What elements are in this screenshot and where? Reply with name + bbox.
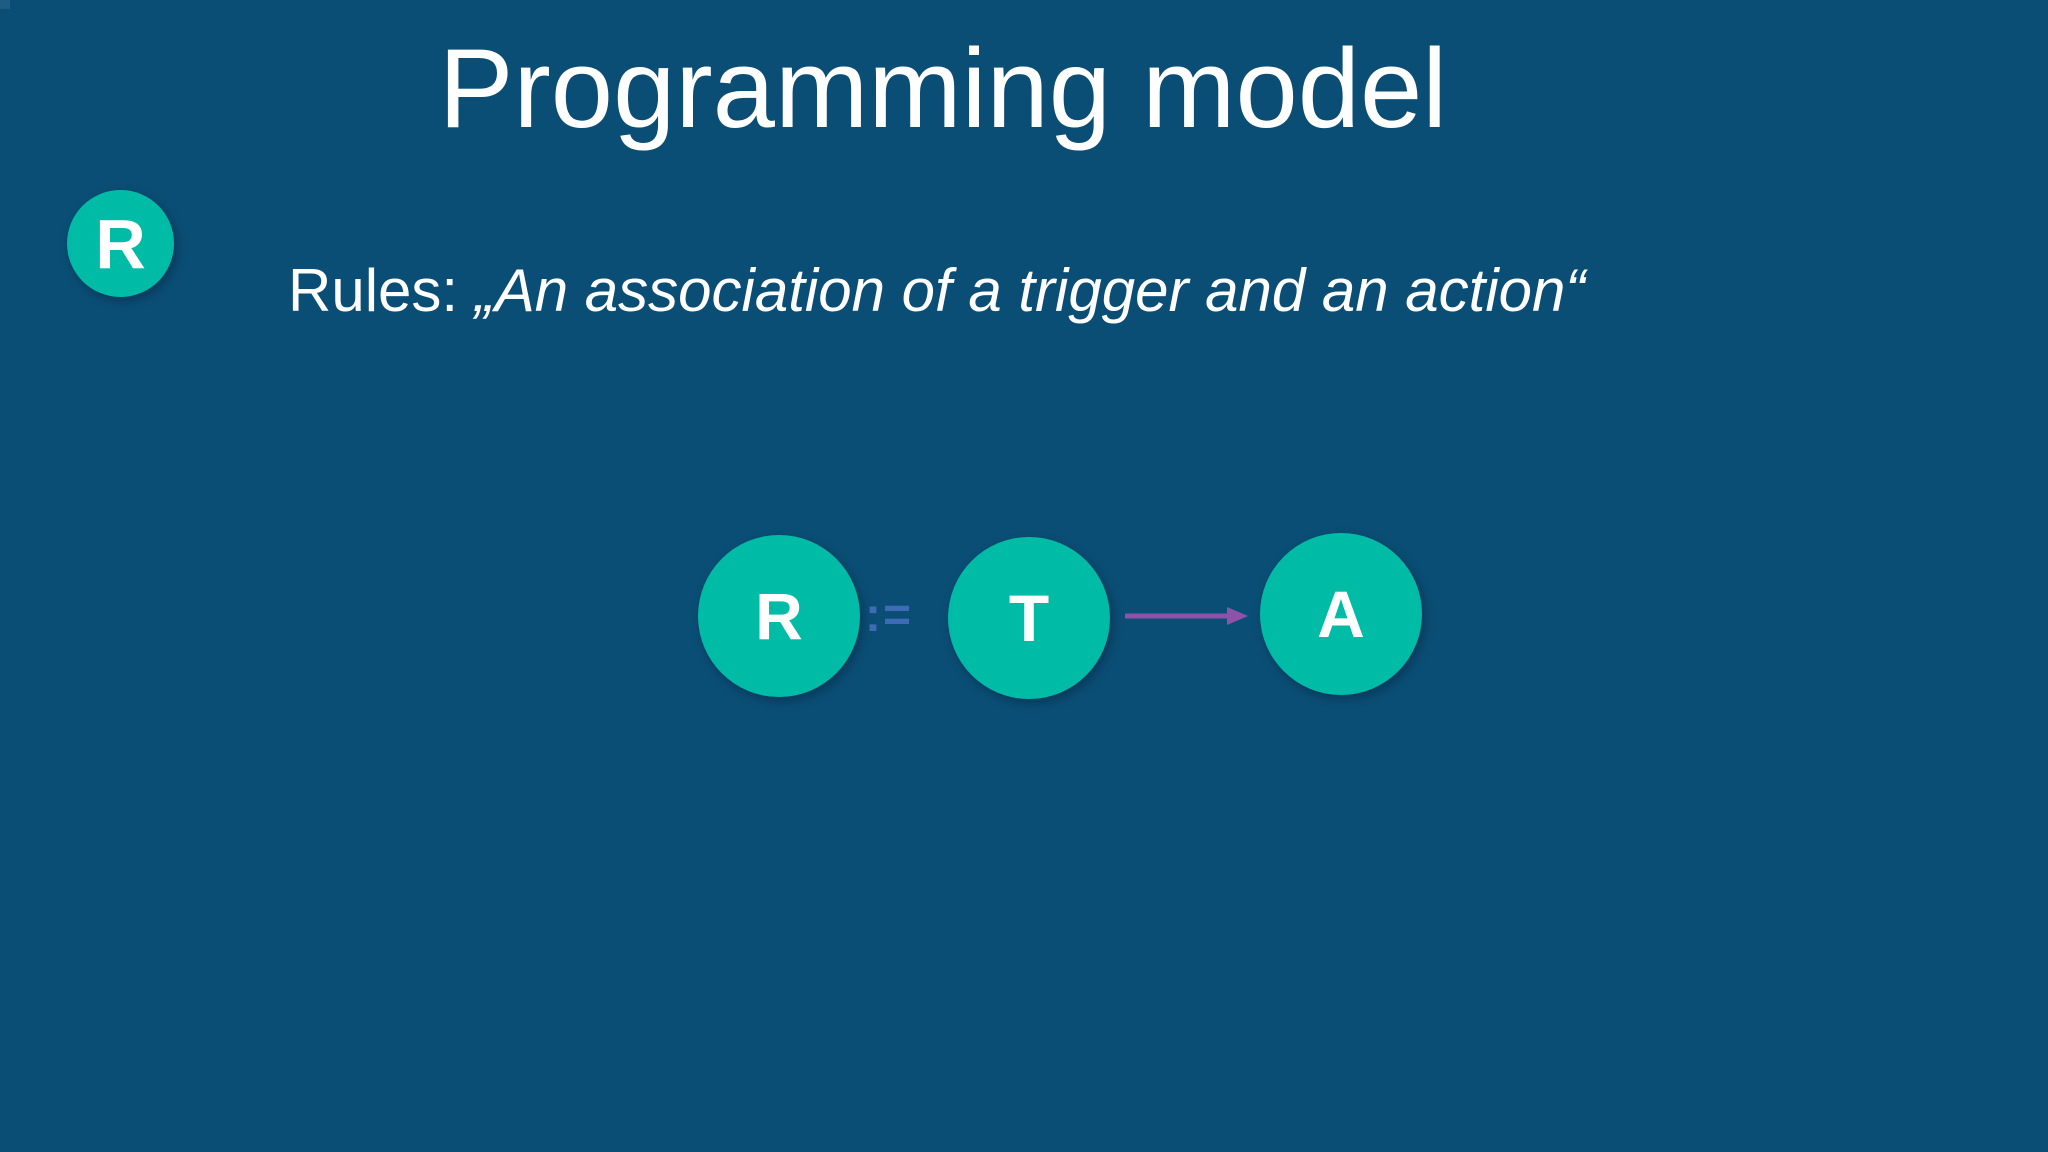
corner-artifact [0, 0, 10, 9]
assignment-operator: := [864, 589, 914, 642]
diagram-node-action: A [1260, 533, 1422, 695]
diagram-node-trigger: T [948, 537, 1110, 699]
node-action-label: A [1317, 577, 1365, 651]
rules-line: Rules: „An association of a trigger and … [288, 261, 1585, 321]
rules-badge-letter: R [95, 204, 146, 283]
diagram-node-rule: R [698, 535, 860, 697]
node-trigger-label: T [1008, 581, 1050, 655]
right-arrow-icon [1125, 607, 1248, 625]
rules-quote: „An association of a trigger and an acti… [474, 257, 1586, 324]
node-rule-label: R [755, 579, 803, 653]
rules-badge: R [67, 190, 174, 297]
rules-label: Rules: [288, 257, 475, 324]
slide-title: Programming model [438, 26, 1448, 151]
